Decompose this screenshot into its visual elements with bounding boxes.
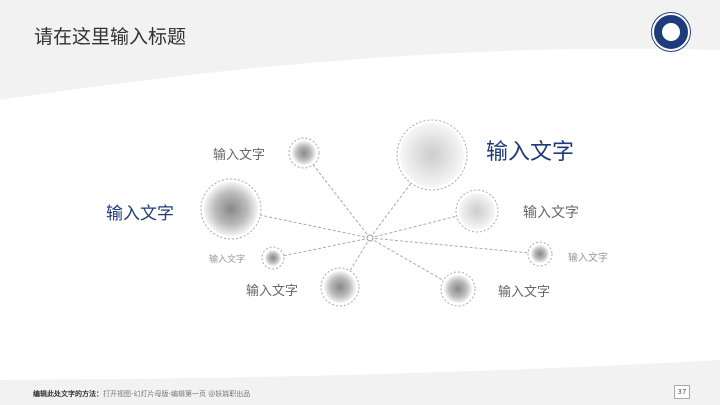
node-circle [531, 245, 549, 263]
label-8: 输入文字 [498, 285, 551, 300]
label-6: 输入文字 [568, 253, 608, 264]
label-4: 输入文字 [523, 205, 579, 221]
node-circle [265, 250, 281, 266]
footer-method-text: 打开视图-幻灯片母版-编辑第一页 @妖娆职出品 [103, 390, 251, 398]
footer-method-label: 编辑此处文字的方法： [33, 390, 103, 398]
connector-line [369, 237, 459, 290]
connector-line [303, 152, 371, 239]
label-7: 输入文字 [246, 284, 299, 299]
node-circle [324, 271, 356, 303]
label-3: 输入文字 [106, 204, 174, 224]
page-number: 37 [674, 385, 690, 399]
connector-line [369, 237, 541, 255]
node-circle [204, 182, 258, 236]
label-2: 输入文字 [486, 140, 575, 165]
network-diagram [200, 119, 553, 307]
hub-node [366, 234, 374, 242]
node-circle [400, 123, 464, 187]
connector-line [230, 208, 371, 239]
footer-note: 编辑此处文字的方法：打开视图-幻灯片母版-编辑第一页 @妖娆职出品 [33, 389, 250, 399]
label-1: 输入文字 [213, 148, 266, 163]
node-circle [459, 193, 495, 229]
node-circle [444, 275, 472, 303]
footer-band [0, 360, 720, 405]
connector-line [272, 237, 371, 259]
node-circle [292, 141, 316, 165]
university-logo [652, 13, 690, 51]
label-5: 输入文字 [209, 255, 246, 265]
page-title: 请在这里输入标题 [34, 26, 187, 48]
header-band [0, 0, 720, 100]
